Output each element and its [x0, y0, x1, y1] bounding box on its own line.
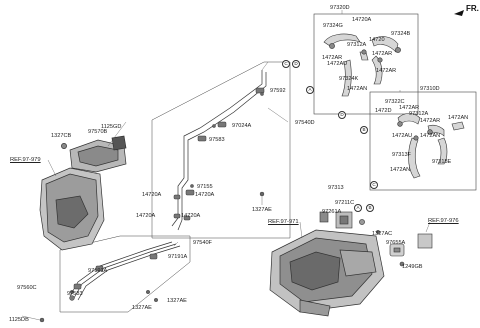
assembly-box-97310d — [369, 91, 477, 191]
label-1472au-1: 1472AU — [327, 61, 348, 67]
hose-set-97320d — [323, 33, 401, 97]
label-1472d: 1472D — [375, 108, 392, 114]
pipe-assembly-97540d — [171, 70, 267, 231]
label-97592: 97592 — [270, 88, 286, 94]
label-97324b: 97324B — [391, 31, 411, 37]
label-14720a-3: 14720A — [136, 213, 156, 219]
label-97540d: 97540D — [295, 120, 315, 126]
label-97318e: 97318E — [432, 159, 452, 165]
label-97211c: 97211C — [335, 200, 355, 206]
callout-d: D — [292, 60, 300, 68]
label-1249gb: 1249GB — [402, 264, 423, 270]
label-97655a: 97655A — [386, 240, 406, 246]
label-1472an-2: 1472AN — [448, 115, 469, 121]
label-97320d: 97320D — [330, 5, 350, 11]
label-1472ar-2: 1472AR — [372, 51, 393, 57]
label-97155: 97155 — [197, 184, 213, 190]
label-97583-1: 97583 — [209, 137, 225, 143]
heater-unit-left — [39, 135, 127, 251]
pipe-assembly-97540f — [69, 241, 181, 301]
label-1472ar-3: 1472AR — [399, 105, 420, 111]
label-97583-2: 97583 — [67, 291, 83, 297]
label-1472ar-4: 1472AR — [420, 118, 441, 124]
callout-b: B — [360, 126, 368, 134]
callout-a: A — [306, 86, 314, 94]
label-97313f: 97313F — [392, 152, 411, 158]
bracket-97655a — [389, 233, 433, 267]
fr-arrow-icon — [454, 10, 464, 16]
assembly-box-97540f — [59, 235, 191, 313]
label-1472an-4: 1472AN — [390, 167, 411, 173]
label-14720-top: 14720 — [369, 37, 385, 43]
ref-97-979[interactable]: REF.97-979 — [10, 157, 41, 163]
callout-c-lower: C — [370, 181, 378, 189]
label-1125gd: 1125GD — [101, 124, 122, 130]
hose-set-97310d — [397, 113, 465, 179]
label-97024a: 97024A — [232, 123, 252, 129]
callout-a-lower: A — [354, 204, 362, 212]
label-1472an-1: 1472AN — [347, 86, 368, 92]
assembly-box-97540d — [151, 61, 291, 239]
label-97570b: 97570B — [88, 129, 108, 135]
leader-lines — [21, 10, 431, 321]
label-1472ar-1: 1472AR — [322, 55, 343, 61]
front-orientation-label: FR. — [466, 4, 479, 13]
pipe-fittings-97540d — [173, 87, 265, 221]
label-1472an-3: 1472AN — [420, 133, 441, 139]
label-1327ae-3: 1327AE — [132, 305, 152, 311]
expansion-valve-97313 — [319, 211, 365, 229]
pipe-fittings-97540f — [69, 253, 158, 301]
label-97313: 97313 — [328, 185, 344, 191]
label-1327ae-2: 1327AE — [167, 298, 187, 304]
label-97310d: 97310D — [420, 86, 440, 92]
label-1472ar-2b: 1472AR — [376, 68, 397, 74]
label-97560c: 97560C — [17, 285, 37, 291]
label-1327ae-1: 1327AE — [252, 207, 272, 213]
label-14720a-1: 14720A — [142, 192, 162, 198]
label-1125db: 1125DB — [9, 317, 29, 323]
label-14720a-4: 14720A — [181, 213, 201, 219]
label-14720a-2: 14720A — [195, 192, 215, 198]
callout-b-lower: B — [366, 204, 374, 212]
ref-97-971[interactable]: REF.97-971 — [268, 219, 299, 225]
label-97312a-mid: 97312A — [409, 111, 429, 117]
assembly-box-97320d — [313, 13, 419, 115]
label-97322c: 97322C — [385, 99, 405, 105]
label-1327cb: 1327CB — [51, 133, 72, 139]
callout-d-lower: D — [338, 111, 346, 119]
label-97191a-2: 97191A — [88, 268, 108, 274]
label-97540f: 97540F — [193, 240, 212, 246]
label-97312a-top: 97312A — [347, 42, 367, 48]
label-1472au-2: 1472AU — [392, 133, 413, 139]
label-97324g: 97324G — [323, 23, 343, 29]
label-14720a-top: 14720A — [352, 17, 372, 23]
label-97191a-1: 97191A — [168, 254, 188, 260]
label-1327ac: 1327AC — [372, 231, 393, 237]
label-97324k: 97324K — [339, 76, 359, 82]
ref-97-976[interactable]: REF.97-976 — [428, 218, 459, 224]
callout-c: C — [282, 60, 290, 68]
hvac-unit-main — [269, 229, 385, 317]
label-97261a: 97261A — [322, 209, 342, 215]
